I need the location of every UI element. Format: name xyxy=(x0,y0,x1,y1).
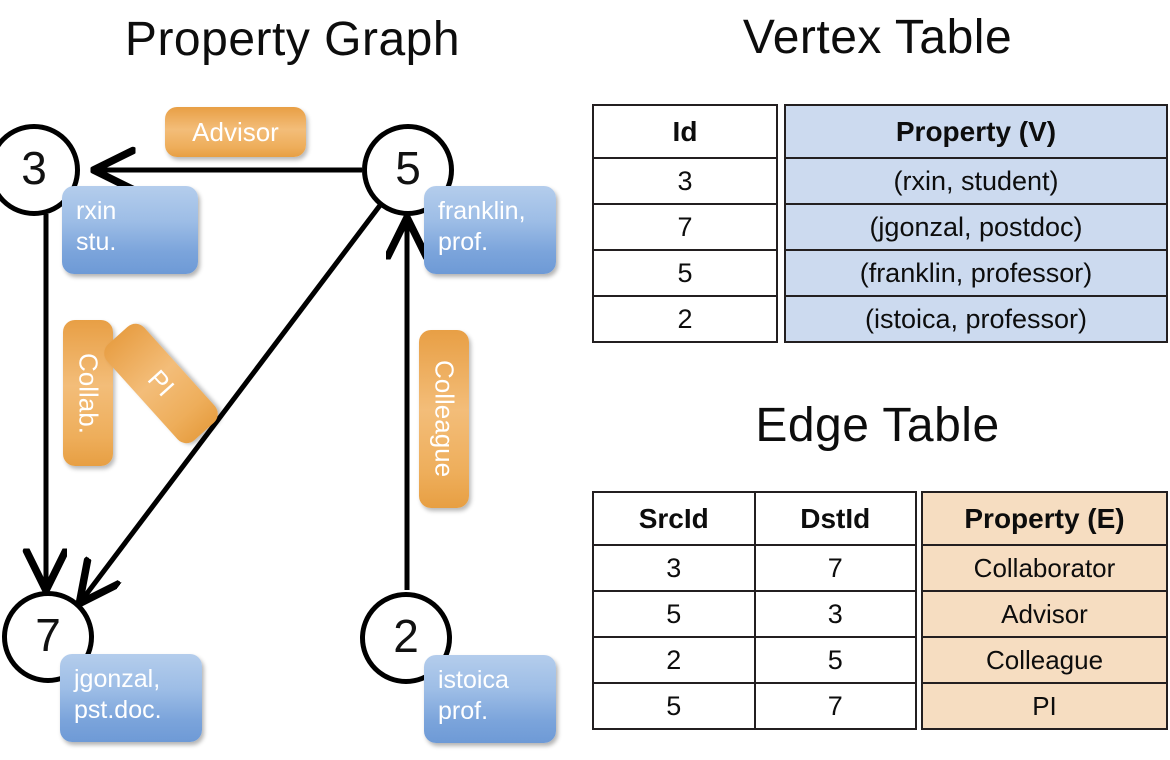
table-row[interactable]: 3 xyxy=(592,157,778,205)
table-row[interactable]: Advisor xyxy=(921,590,1168,638)
edge-table-header-dstid: DstId xyxy=(753,491,917,546)
table-row[interactable]: 5 3 xyxy=(592,590,917,638)
vertex-table-cell-property: (franklin, professor) xyxy=(784,249,1168,297)
edge-table-cell-dstid: 3 xyxy=(753,590,917,638)
edge-table-cell-srcid: 5 xyxy=(592,682,756,730)
graph-node-2-label: 2 xyxy=(393,610,419,662)
edge-label-advisor-text: Advisor xyxy=(192,116,279,147)
edge-label-box-colleague[interactable]: Colleague xyxy=(419,330,469,508)
vertex-property-7-line2: pst.doc. xyxy=(74,696,162,725)
graph-node-7-label: 7 xyxy=(35,609,61,661)
property-graph-diagram: 3 5 7 2 rxin stu. franklin, prof. jgonza… xyxy=(0,0,585,760)
vertex-property-box-5[interactable]: franklin, prof. xyxy=(424,186,556,274)
vertex-table-id-column: Id 3 7 5 2 xyxy=(592,104,778,343)
table-row[interactable]: 5 xyxy=(592,249,778,297)
edge-table-header-srcid: SrcId xyxy=(592,491,756,546)
edge-label-collab-text: Collab. xyxy=(73,352,104,434)
vertex-table-cell-id: 5 xyxy=(592,249,778,297)
edge-line-pi xyxy=(82,202,383,600)
vertex-table-cell-id: 7 xyxy=(592,203,778,251)
edge-table-header-property: Property (E) xyxy=(921,491,1168,546)
vertex-property-3-line1: rxin xyxy=(76,197,117,225)
graph-node-5-label: 5 xyxy=(395,142,421,194)
vertex-property-box-7[interactable]: jgonzal, pst.doc. xyxy=(60,654,202,742)
vertex-property-5-line2: prof. xyxy=(438,228,489,257)
edge-table-cell-srcid: 5 xyxy=(592,590,756,638)
edge-table-cell-property: Collaborator xyxy=(921,544,1168,592)
edge-table-property-column: Property (E) Collaborator Advisor Collea… xyxy=(921,491,1168,730)
table-row[interactable]: 7 xyxy=(592,203,778,251)
page-title-property-graph: Property Graph xyxy=(124,13,461,66)
table-header-row: Id xyxy=(592,104,778,159)
vertex-property-2-line2: prof. xyxy=(438,697,489,726)
vertex-table-cell-property: (jgonzal, postdoc) xyxy=(784,203,1168,251)
table-header-row: Property (E) xyxy=(921,491,1168,546)
vertex-table-header-id: Id xyxy=(592,104,778,159)
page-title-edge-table: Edge Table xyxy=(755,399,1000,452)
vertex-property-2-line1: istoica xyxy=(438,666,509,694)
vertex-property-7-line1: jgonzal, xyxy=(74,665,161,693)
vertex-property-5-line1: franklin, xyxy=(438,197,526,225)
vertex-table-cell-id: 3 xyxy=(592,157,778,205)
page-title-vertex-table: Vertex Table xyxy=(742,11,1013,64)
edge-label-colleague-text: Colleague xyxy=(429,360,460,478)
table-row[interactable]: 2 xyxy=(592,295,778,343)
edge-table-cell-dstid: 7 xyxy=(753,682,917,730)
vertex-property-box-3[interactable]: rxin stu. xyxy=(62,186,198,274)
vertex-table-cell-id: 2 xyxy=(592,295,778,343)
vertex-property-3-line2: stu. xyxy=(76,228,117,257)
graph-edge-lines xyxy=(0,0,585,760)
table-row[interactable]: (istoica, professor) xyxy=(784,295,1168,343)
vertex-table-property-column: Property (V) (rxin, student) (jgonzal, p… xyxy=(784,104,1168,343)
vertex-table-cell-property: (istoica, professor) xyxy=(784,295,1168,343)
table-header-row: SrcId DstId xyxy=(592,491,917,546)
table-header-row: Property (V) xyxy=(784,104,1168,159)
table-row[interactable]: Colleague xyxy=(921,636,1168,684)
table-row[interactable]: 2 5 xyxy=(592,636,917,684)
vertex-property-box-2[interactable]: istoica prof. xyxy=(424,655,556,743)
table-row[interactable]: Collaborator xyxy=(921,544,1168,592)
edge-table-cell-dstid: 5 xyxy=(753,636,917,684)
edge-label-pi-text: PI xyxy=(141,363,181,403)
vertex-table-header-property: Property (V) xyxy=(784,104,1168,159)
edge-label-box-advisor[interactable]: Advisor xyxy=(165,107,306,157)
table-row[interactable]: (jgonzal, postdoc) xyxy=(784,203,1168,251)
graph-node-3-label: 3 xyxy=(21,142,47,194)
table-row[interactable]: 5 7 xyxy=(592,682,917,730)
edge-table-cell-dstid: 7 xyxy=(753,544,917,592)
vertex-table-cell-property: (rxin, student) xyxy=(784,157,1168,205)
edge-table-cell-property: PI xyxy=(921,682,1168,730)
table-row[interactable]: (franklin, professor) xyxy=(784,249,1168,297)
edge-table-id-columns: SrcId DstId 3 7 5 3 2 5 5 7 xyxy=(592,491,917,730)
edge-table-cell-srcid: 2 xyxy=(592,636,756,684)
table-row[interactable]: (rxin, student) xyxy=(784,157,1168,205)
edge-label-box-collab[interactable]: Collab. xyxy=(63,320,113,466)
table-row[interactable]: 3 7 xyxy=(592,544,917,592)
edge-table-cell-property: Advisor xyxy=(921,590,1168,638)
edge-table-cell-srcid: 3 xyxy=(592,544,756,592)
edge-table-cell-property: Colleague xyxy=(921,636,1168,684)
table-row[interactable]: PI xyxy=(921,682,1168,730)
